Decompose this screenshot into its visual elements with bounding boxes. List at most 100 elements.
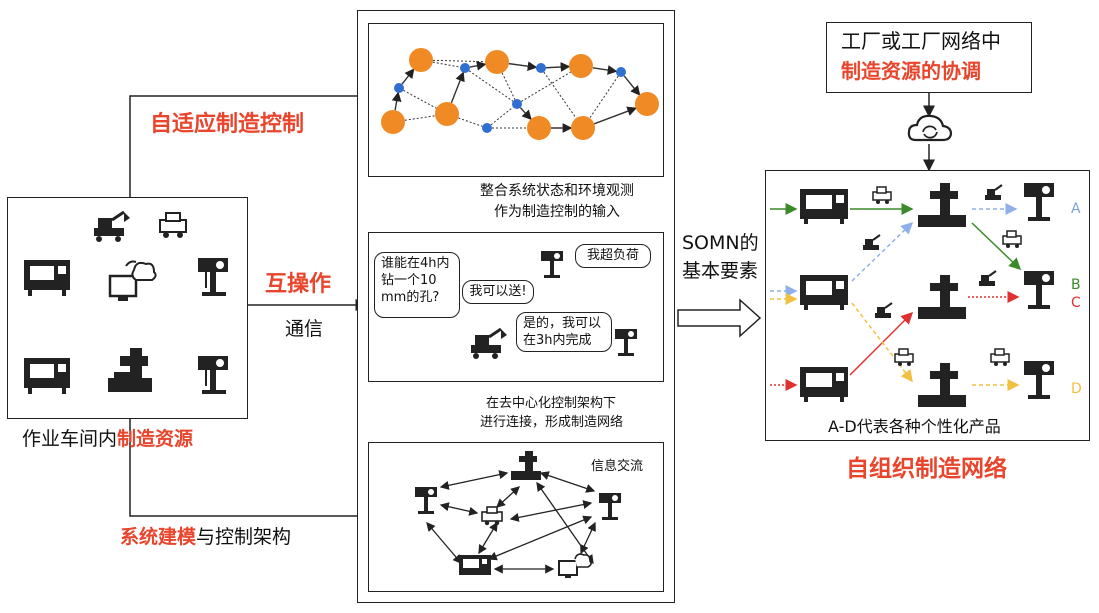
drill-press-icon bbox=[1024, 183, 1054, 221]
truck-icon bbox=[1002, 230, 1022, 248]
drill-press-icon bbox=[541, 251, 563, 278]
network-edge bbox=[432, 59, 486, 63]
cloud-sync-icon bbox=[907, 114, 953, 142]
somn-label-line1: SOMN的 bbox=[682, 232, 759, 254]
system-modeling-label: 系统建模与控制架构 bbox=[120, 526, 292, 548]
truck-icon bbox=[872, 186, 892, 204]
self-organizing-network-title: 自组织制造网络 bbox=[846, 456, 1007, 482]
drill-press-icon bbox=[1024, 361, 1054, 399]
info-exchange-label: 信息交流 bbox=[591, 459, 644, 474]
network-node-blue bbox=[482, 123, 492, 133]
network-edge bbox=[593, 106, 638, 125]
excavator-icon bbox=[94, 210, 130, 242]
network-node-blue bbox=[536, 63, 546, 73]
network-node-orange bbox=[485, 50, 509, 74]
network-node-orange bbox=[635, 92, 659, 116]
drill-press-icon bbox=[615, 329, 637, 356]
arrow-to-system-modeling bbox=[129, 418, 370, 522]
network-edge bbox=[469, 60, 487, 71]
network-edge bbox=[508, 61, 538, 72]
excavator-icon bbox=[471, 327, 507, 359]
network-edge bbox=[589, 75, 619, 119]
drill-press-icon bbox=[198, 258, 228, 296]
network-edge bbox=[623, 75, 641, 96]
decentral-text-line1: 在去中心化控制架构下 bbox=[486, 396, 617, 411]
excavator-icon bbox=[979, 270, 997, 286]
cloud-computer-icon bbox=[108, 260, 157, 301]
truck-icon bbox=[159, 212, 187, 238]
network-edge bbox=[458, 117, 483, 127]
network-edge bbox=[432, 61, 461, 68]
network-node-blue bbox=[394, 83, 404, 93]
network-edge bbox=[391, 91, 402, 111]
milling-machine-icon bbox=[511, 451, 541, 480]
network-node-blue bbox=[460, 63, 470, 73]
truck-icon bbox=[481, 506, 503, 526]
adaptive-control-label: 自适应制造控制 bbox=[150, 112, 305, 137]
can-send-bubble: 我可以送! bbox=[462, 280, 534, 304]
product-letter-c: C bbox=[1071, 295, 1081, 311]
product-letter-a: A bbox=[1071, 201, 1081, 217]
adaptive-network-graph bbox=[381, 48, 659, 140]
integrate-text-line2: 作为制造控制的输入 bbox=[494, 204, 620, 220]
network-edge bbox=[521, 71, 571, 102]
milling-machine-icon bbox=[918, 183, 966, 227]
drill-press-icon bbox=[198, 356, 228, 394]
network-edge bbox=[450, 71, 465, 104]
interop-label: 互操作 bbox=[265, 272, 332, 297]
milling-machine-icon bbox=[108, 348, 152, 392]
cloud-computer-icon bbox=[558, 553, 592, 578]
excavator-icon bbox=[985, 184, 1003, 200]
network-edge bbox=[501, 72, 516, 100]
left-panel-caption: 作业车间内制造资源 bbox=[22, 428, 194, 450]
overload-bubble: 我超负荷 bbox=[575, 244, 651, 268]
adaptive-network-box bbox=[368, 23, 664, 177]
drill-press-icon bbox=[1024, 271, 1054, 309]
network-node-orange bbox=[569, 54, 593, 78]
cnc-machine-icon bbox=[24, 260, 70, 296]
cnc-machine-icon bbox=[800, 367, 848, 402]
big-hollow-arrow bbox=[677, 298, 762, 338]
cnc-machine-icon bbox=[459, 555, 491, 575]
network-node-orange bbox=[571, 116, 595, 140]
network-node-blue bbox=[512, 99, 522, 109]
manufacturing-network-box: 信息交流 bbox=[368, 442, 664, 592]
product-letter-d: D bbox=[1071, 381, 1082, 397]
network-node-orange bbox=[381, 110, 405, 134]
excavator-icon bbox=[875, 302, 893, 318]
network-edges bbox=[426, 470, 596, 574]
cnc-machine-icon bbox=[800, 189, 848, 224]
drill-press-icon bbox=[599, 493, 621, 520]
network-node-blue bbox=[616, 67, 626, 77]
milling-machine-icon bbox=[918, 275, 966, 319]
milling-machine-icon bbox=[918, 363, 966, 407]
factory-line2: 制造资源的协调 bbox=[841, 59, 981, 83]
network-edge bbox=[490, 106, 514, 126]
drill-press-icon bbox=[415, 487, 437, 514]
truck-icon bbox=[990, 348, 1010, 366]
network-edge bbox=[404, 115, 436, 121]
truck-icon bbox=[894, 348, 914, 366]
cnc-machine-icon bbox=[800, 275, 848, 310]
network-edge bbox=[543, 71, 577, 119]
communication-label: 通信 bbox=[285, 318, 324, 340]
network-edge bbox=[401, 68, 415, 85]
cnc-machine-icon bbox=[24, 358, 70, 394]
product-letter-b: B bbox=[1071, 277, 1081, 293]
factory-coordination-box: 工厂或工厂网络中 制造资源的协调 bbox=[826, 22, 1032, 93]
arrow-to-adaptive-control bbox=[129, 90, 370, 198]
network-edge bbox=[519, 107, 532, 121]
left-resource-panel bbox=[7, 197, 248, 419]
network-edge bbox=[592, 65, 618, 75]
decentral-text-line2: 进行连接，形成制造网络 bbox=[480, 415, 624, 430]
integrate-text-line1: 整合系统状态和环境观测 bbox=[480, 183, 634, 199]
network-node-orange bbox=[527, 116, 551, 140]
products-caption: A-D代表各种个性化产品 bbox=[828, 417, 1001, 436]
network-edge bbox=[545, 62, 571, 72]
excavator-icon bbox=[863, 234, 881, 250]
network-node-orange bbox=[435, 102, 459, 126]
somn-network-panel: A B C D A-D代表各种个性化产品 bbox=[765, 170, 1090, 441]
network-node-orange bbox=[409, 48, 433, 72]
